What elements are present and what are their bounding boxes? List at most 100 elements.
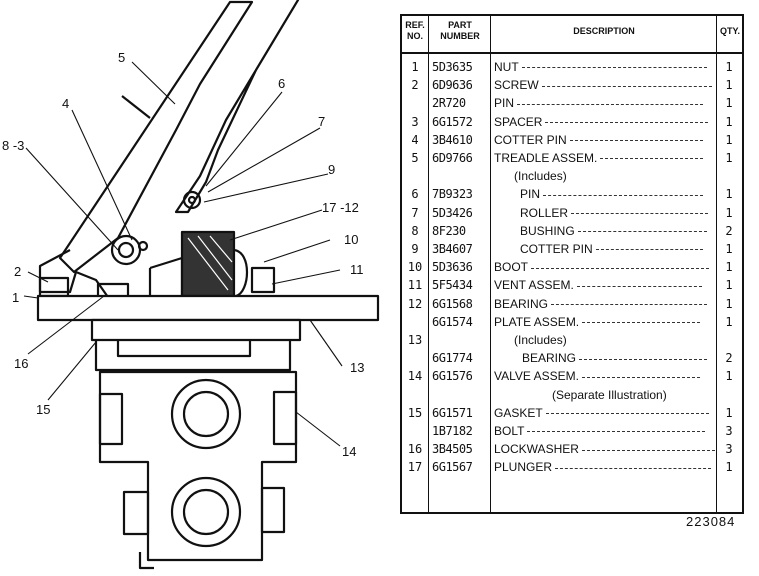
callout-8-3: 8 -3 [2,138,24,153]
pin-9 [182,190,202,210]
callout-6: 6 [278,76,285,91]
part-number-cell: 6G1576 [432,369,473,384]
callout-10: 10 [344,232,358,247]
ref-cell: 7 [411,205,419,220]
qty-cell: 1 [725,314,733,329]
qty-cell: 1 [725,205,733,220]
callout-2: 2 [14,264,21,279]
table-row: (Includes) [402,169,742,187]
valve-top [94,340,292,372]
description-cell: BEARING [522,351,707,365]
part-number-cell: 3B4607 [432,242,473,256]
part-number-cell: 6G1572 [432,114,473,129]
callout-11: 11 [350,262,364,277]
exploded-drawing: 5 4 8 -3 6 7 9 17 -12 10 11 2 1 16 15 13… [2,0,380,570]
treadle-lever [58,0,254,274]
part-number-cell: 6G1567 [432,460,473,475]
callout-5: 5 [118,50,125,65]
callout-17-12: 17 -12 [322,200,359,215]
callout-14: 14 [342,444,356,459]
callout-13: 13 [350,360,364,375]
qty-cell: 1 [725,151,733,165]
part-number-cell: 7B9323 [432,187,473,202]
part-number-cell: 5F5434 [432,278,473,293]
part-number-cell: 6G1571 [432,405,473,420]
ref-cell: 17 [407,460,423,475]
callout-15: 15 [36,402,50,417]
ref-cell: 13 [407,333,423,347]
table-row: 14 6G1576 VALVE ASSEM. 1 [402,369,742,387]
part-number-cell: 6G1774 [432,351,473,366]
part-number-cell: 6G1574 [432,314,473,329]
qty-cell: 2 [725,351,733,366]
qty-cell: 2 [725,223,733,238]
part-number-cell: 3B4505 [432,442,473,457]
qty-cell: 1 [725,296,733,311]
table-row: 13(Includes) [402,333,742,351]
ref-cell: 1 [411,60,419,74]
callout-9: 9 [328,162,335,177]
qty-cell: 1 [725,187,733,202]
qty-cell: 1 [725,242,733,256]
description-cell: BOLT [494,424,706,438]
table-row: 6G1774 BEARING 2 [402,351,742,369]
description-cell: PLUNGER [494,460,711,474]
ref-cell: 9 [411,242,419,256]
description-cell: PIN [494,96,703,110]
ref-cell: 12 [407,296,423,311]
qty-header: QTY. [719,26,740,36]
qty-cell: 1 [725,60,733,74]
ref-cell: 11 [407,278,423,293]
ref-cell: 2 [411,78,419,93]
qty-cell: 1 [725,369,733,384]
qty-cell: 1 [725,78,733,93]
part-number-cell: 6D9766 [432,151,473,165]
mounting-plate [36,294,380,322]
ref-cell: 8 [411,223,419,238]
qty-cell: 1 [725,260,733,275]
treadle-rear-arm [174,0,300,214]
callout-7: 7 [318,114,325,129]
description-cell: BEARING [494,297,707,311]
description-cell: VALVE ASSEM. [494,369,700,383]
part-number-cell: 5D3635 [432,60,473,74]
ref-cell: 3 [411,114,419,129]
description-cell: (Separate Illustration) [552,387,667,402]
qty-cell: 3 [725,424,733,438]
qty-cell: 1 [725,460,733,475]
description-cell: BOOT [494,260,710,274]
description-cell: LOCKWASHER [494,442,715,456]
qty-cell: 1 [725,278,733,293]
port-upper [170,378,242,450]
part-number-cell: 5D3636 [432,260,473,275]
part-number-cell: 3B4610 [432,132,473,147]
callout-1: 1 [12,290,19,305]
qty-cell: 3 [725,442,733,457]
table-row: 17 6G1567 PLUNGER 1 [402,460,742,478]
ref-cell: 5 [411,151,419,165]
ref-cell: 14 [407,369,423,384]
description-cell: PIN [520,187,703,201]
roller-pin [110,234,142,266]
description-cell: ROLLER [520,206,709,220]
ref-cell: 16 [407,442,423,457]
description-header: DESCRIPTION [573,26,635,36]
vent-assembly [250,266,276,294]
qty-cell: 1 [725,96,733,111]
part-number-cell: 8F230 [432,223,466,238]
table-row: (Separate Illustration) [402,388,742,406]
